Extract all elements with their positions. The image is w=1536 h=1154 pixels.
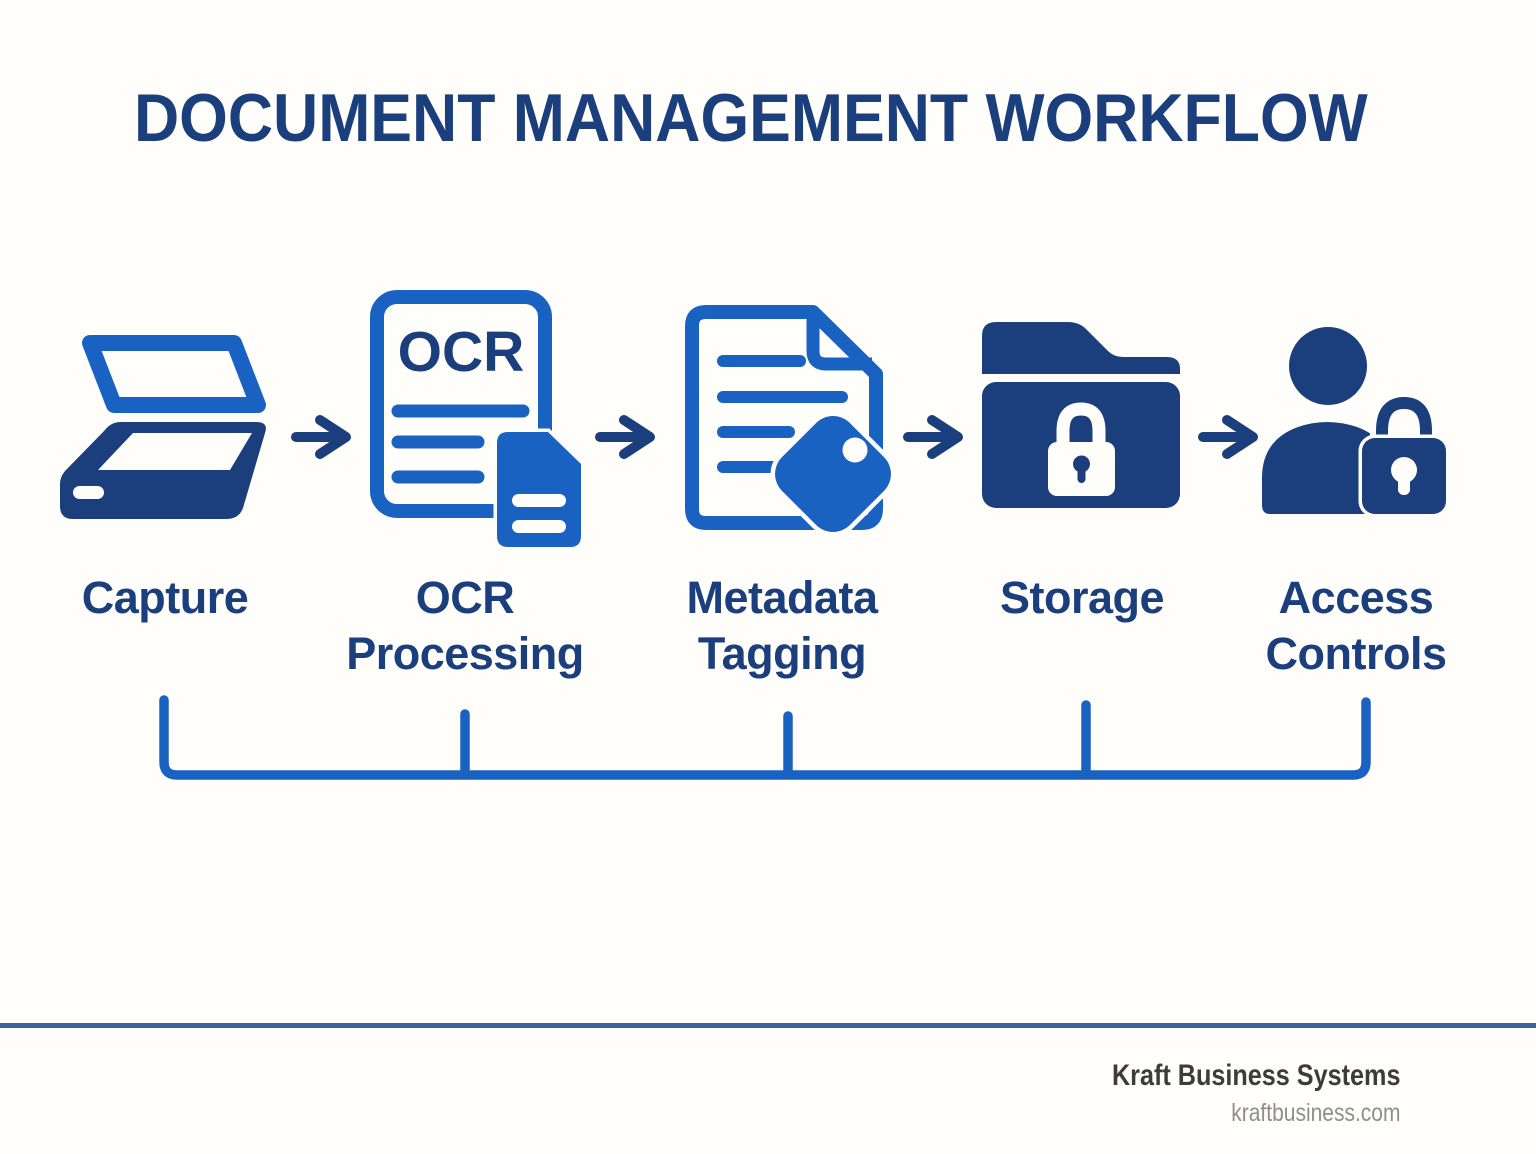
step-label-line: Storage [999,572,1165,623]
arrow-right-icon [903,415,963,459]
padlock-icon [1358,390,1450,518]
ocr-document-icon: OCR [370,290,585,551]
footer-company-name: Kraft Business Systems [1111,1059,1400,1092]
bracket-connector [159,695,1371,780]
document-tag-icon [685,305,896,537]
step-label-capture: Capture [0,570,335,626]
step-label-storage: Storage [912,570,1252,626]
ocr-icon-text: OCR [398,320,525,384]
tag-icon [770,411,896,537]
step-label-line: Tagging [697,628,867,679]
step-label-line: Metadata [686,572,878,623]
step-label-ocr-processing: OCR Processing [295,570,635,682]
footer: Kraft Business Systems kraftbusiness.com [1111,1059,1400,1127]
footer-divider [0,1023,1536,1028]
padlock-icon [1048,402,1115,496]
arrow-right-icon [291,415,351,459]
arrow-right-icon [595,415,655,459]
page-title: DOCUMENT MANAGEMENT WORKFLOW [134,80,1368,156]
step-label-line: Controls [1265,628,1448,679]
arrow-right-icon [1198,415,1258,459]
step-label-metadata-tagging: Metadata Tagging [612,570,952,682]
step-label-line: OCR [415,572,515,623]
user-head [1289,327,1367,405]
locked-folder-icon [982,322,1180,508]
step-label-line: Access [1278,572,1434,623]
scanner-icon [60,335,266,519]
footer-website: kraftbusiness.com [1230,1099,1400,1127]
step-label-access-controls: Access Controls [1186,570,1526,682]
user-lock-icon [1262,327,1450,518]
step-label-line: Processing [346,628,584,679]
step-label-line: Capture [81,572,249,623]
